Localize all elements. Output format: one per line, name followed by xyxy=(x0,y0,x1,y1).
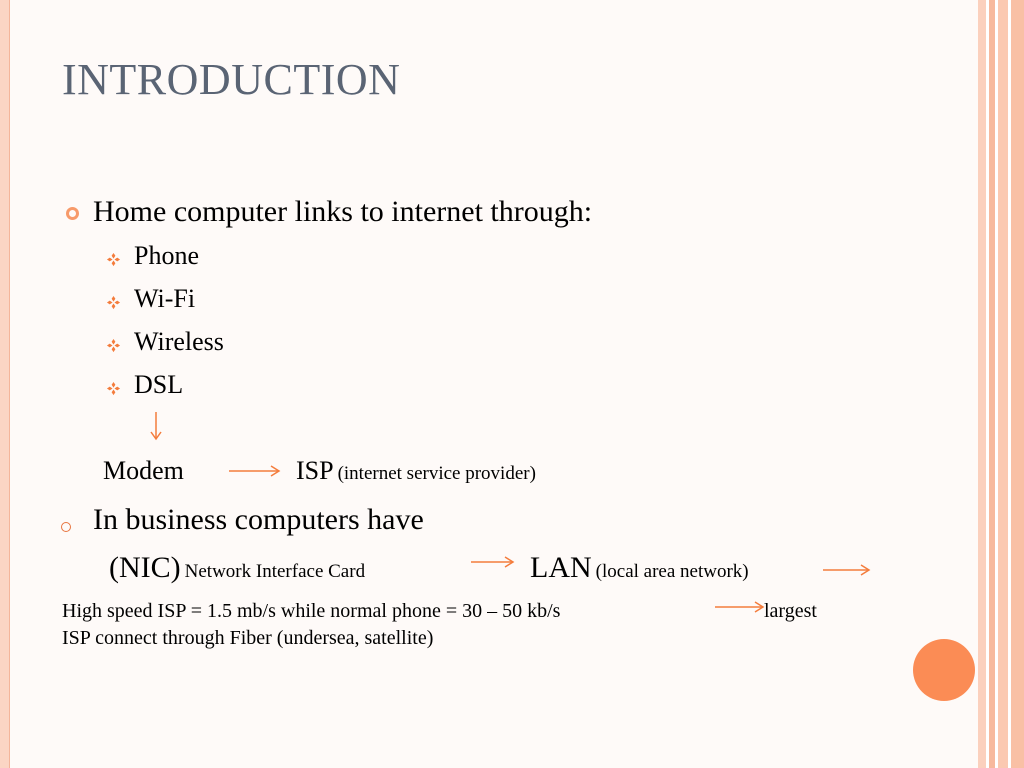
sub-item-wireless: Wireless xyxy=(134,327,224,356)
diamond-bullet-icon xyxy=(106,381,121,396)
right-arrow-icon xyxy=(715,601,765,613)
slide-background xyxy=(10,0,978,768)
nic-line: (NIC) Network Interface Card xyxy=(109,551,365,585)
circle-bullet-icon xyxy=(66,207,79,220)
down-arrow-icon xyxy=(150,412,162,441)
diamond-bullet-icon xyxy=(106,338,121,353)
modem-label: Modem xyxy=(103,456,184,485)
diamond-bullet-icon xyxy=(106,295,121,310)
right-arrow-icon xyxy=(471,556,515,568)
business-point: In business computers have xyxy=(93,503,424,536)
slide-title: INTRODUCTION xyxy=(62,55,401,104)
isp-label: ISP xyxy=(296,456,334,485)
sub-item-phone: Phone xyxy=(134,241,199,270)
diamond-bullet-icon xyxy=(106,252,121,267)
sub-item-wifi: Wi-Fi xyxy=(134,284,196,313)
largest-label: largest xyxy=(764,600,817,622)
decorative-circle xyxy=(913,639,975,701)
isp-line: ISP (internet service provider) xyxy=(296,456,536,486)
right-arrow-icon xyxy=(823,564,871,576)
right-decorative-stripes xyxy=(978,0,1024,768)
nic-label: (NIC) xyxy=(109,551,181,584)
lan-label: LAN xyxy=(530,551,592,584)
right-arrow-icon xyxy=(229,465,281,477)
speed-text: High speed ISP = 1.5 mb/s while normal p… xyxy=(62,600,561,622)
isp-full-name: (internet service provider) xyxy=(337,463,536,484)
lan-full-name: (local area network) xyxy=(595,561,749,582)
circle-bullet-icon xyxy=(61,522,71,532)
sub-item-dsl: DSL xyxy=(134,370,184,399)
lan-line: LAN (local area network) xyxy=(530,551,749,585)
nic-full-name: Network Interface Card xyxy=(184,561,366,582)
main-point: Home computer links to internet through: xyxy=(93,195,593,228)
fiber-text: ISP connect through Fiber (undersea, sat… xyxy=(62,627,434,649)
left-border-strip xyxy=(0,0,10,768)
